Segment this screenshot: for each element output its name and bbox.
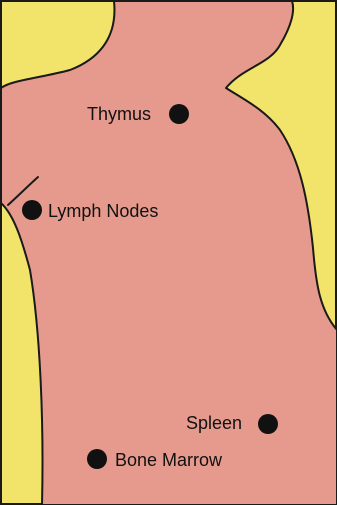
lymph-nodes-marker bbox=[22, 200, 42, 220]
thymus-label: Thymus bbox=[87, 105, 151, 123]
bone-marrow-label: Bone Marrow bbox=[115, 451, 222, 469]
spleen-marker bbox=[258, 414, 278, 434]
thymus-marker bbox=[169, 104, 189, 124]
bone-marrow-marker bbox=[87, 449, 107, 469]
lymph-nodes-label: Lymph Nodes bbox=[48, 202, 158, 220]
spleen-label: Spleen bbox=[186, 414, 242, 432]
